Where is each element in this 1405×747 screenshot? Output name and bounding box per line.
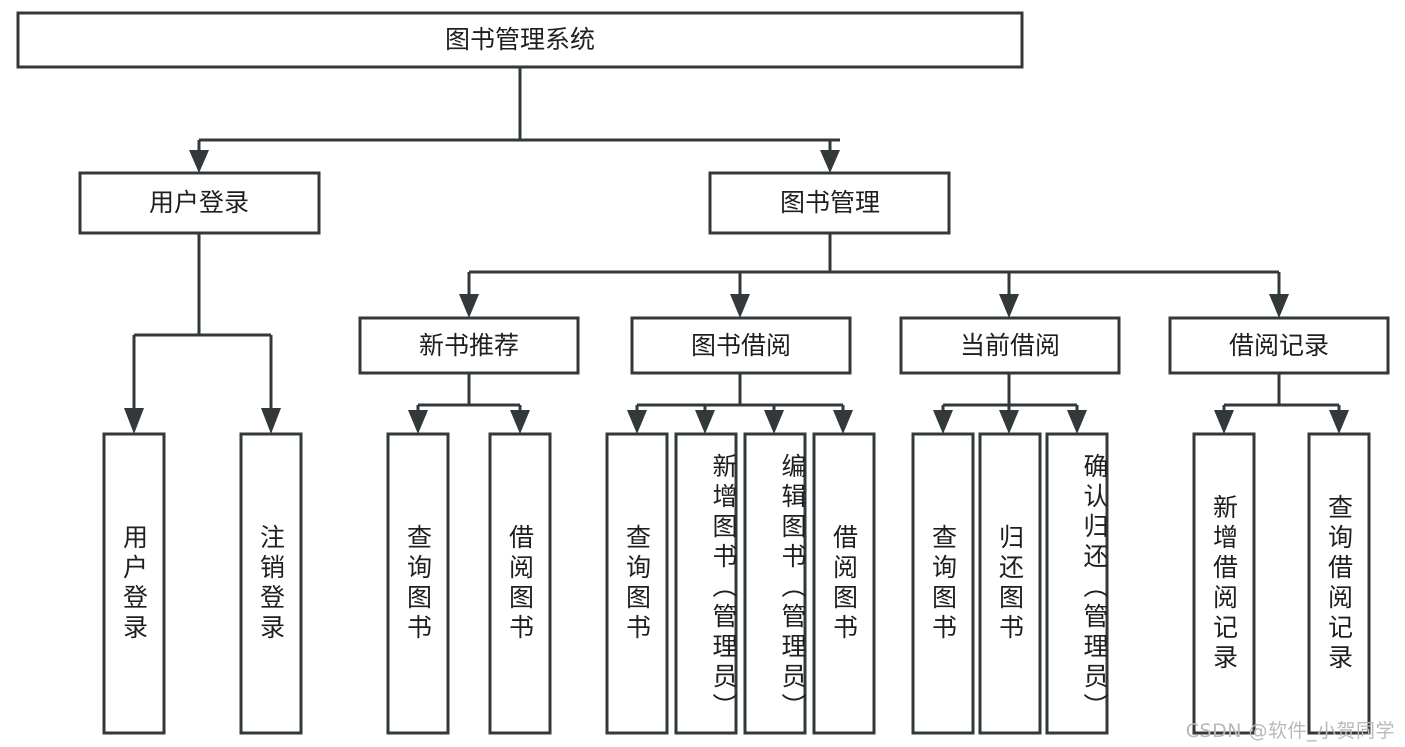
node-box-leaf-user-login[interactable]	[102, 432, 166, 735]
node-label-user-login: 用户登录	[149, 188, 249, 217]
arrow-to-new-book-recommend	[459, 294, 479, 318]
node-box-leaf-borrow-book-1[interactable]	[488, 432, 552, 735]
arrow-to-leaf-edit-book	[764, 410, 784, 434]
node-box-leaf-edit-book[interactable]	[743, 432, 807, 735]
csdn-watermark: CSDN @软件_小贺同学	[1185, 720, 1395, 742]
arrow-root-to-user-login	[189, 150, 209, 173]
node-label-current-borrow: 当前借阅	[960, 331, 1060, 360]
node-box-leaf-query-book-1[interactable]	[386, 432, 450, 735]
node-box-leaf-confirm-return[interactable]	[1045, 432, 1109, 735]
arrow-to-borrow-record	[1269, 294, 1289, 318]
node-label-root: 图书管理系统	[445, 25, 595, 54]
arrow-root-to-book-management	[820, 150, 840, 173]
arrow-to-current-borrow	[999, 294, 1019, 318]
node-layer: 图书管理系统 用户登录 图书管理 新书推荐 图书借阅 当前借阅 借阅记录	[16, 11, 1390, 735]
arrow-to-leaf-query-book-2	[627, 410, 647, 434]
node-box-root[interactable]	[16, 11, 1024, 69]
node-label-book-management: 图书管理	[780, 188, 880, 217]
node-label-new-book-recommend: 新书推荐	[419, 331, 519, 360]
arrow-to-leaf-logout-login	[261, 408, 281, 434]
arrow-to-book-borrow	[730, 294, 750, 318]
arrow-to-leaf-confirm-return	[1067, 410, 1087, 434]
arrow-to-leaf-add-record	[1214, 410, 1234, 434]
arrow-to-leaf-query-book-1	[408, 410, 428, 434]
node-box-new-book-recommend[interactable]	[358, 316, 580, 375]
node-box-book-management[interactable]	[708, 171, 951, 235]
arrow-to-leaf-return-book	[999, 410, 1019, 434]
node-box-book-borrow[interactable]	[630, 316, 852, 375]
arrow-to-leaf-borrow-book-2	[833, 410, 853, 434]
node-box-user-login[interactable]	[78, 171, 321, 235]
node-label-book-borrow: 图书借阅	[691, 331, 791, 360]
node-label-borrow-record: 借阅记录	[1229, 331, 1329, 360]
node-box-borrow-record[interactable]	[1168, 316, 1390, 375]
node-box-leaf-add-book[interactable]	[674, 432, 738, 735]
node-box-leaf-borrow-book-2[interactable]	[812, 432, 876, 735]
node-box-current-borrow[interactable]	[899, 316, 1121, 375]
node-box-leaf-query-book-3[interactable]	[911, 432, 975, 735]
node-box-leaf-logout-login[interactable]	[239, 432, 303, 735]
edge-layer	[124, 67, 1349, 434]
arrow-to-leaf-query-record	[1329, 410, 1349, 434]
node-box-leaf-add-record[interactable]	[1192, 432, 1256, 735]
arrow-to-leaf-user-login	[124, 408, 144, 434]
node-box-leaf-return-book[interactable]	[978, 432, 1042, 735]
arrow-to-leaf-borrow-book-1	[510, 410, 530, 434]
arrow-to-leaf-query-book-3	[933, 410, 953, 434]
arrow-to-leaf-add-book	[695, 410, 715, 434]
node-box-leaf-query-book-2[interactable]	[605, 432, 669, 735]
node-box-leaf-query-record[interactable]	[1307, 432, 1371, 735]
